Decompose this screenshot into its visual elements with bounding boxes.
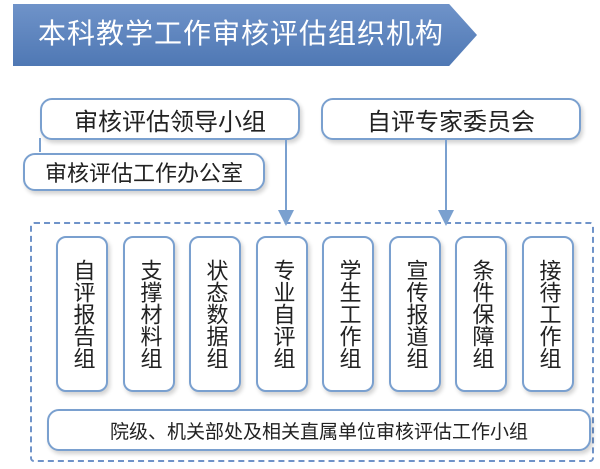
working-groups-frame <box>30 222 594 462</box>
expert-committee-box: 自评专家委员会 <box>321 98 581 140</box>
working-group-6: 宣传报道组 <box>389 236 441 392</box>
working-group-5: 学生工作组 <box>322 236 374 392</box>
working-group-3: 状态数据组 <box>189 236 241 392</box>
bottom-unit-box: 院级、机关部处及相关直属单位审核评估工作小组 <box>47 409 591 451</box>
working-group-2: 支撑材料组 <box>123 236 175 392</box>
working-group-4: 专业自评组 <box>256 236 308 392</box>
leadership-group-box: 审核评估领导小组 <box>40 98 300 140</box>
working-group-1: 自评报告组 <box>56 236 108 392</box>
title-banner <box>13 4 477 66</box>
diagram-title: 本科教学工作审核评估组织机构 <box>38 17 445 50</box>
working-group-7: 条件保障组 <box>455 236 507 392</box>
working-group-8: 接待工作组 <box>522 236 574 392</box>
office-box: 审核评估工作办公室 <box>23 153 265 191</box>
